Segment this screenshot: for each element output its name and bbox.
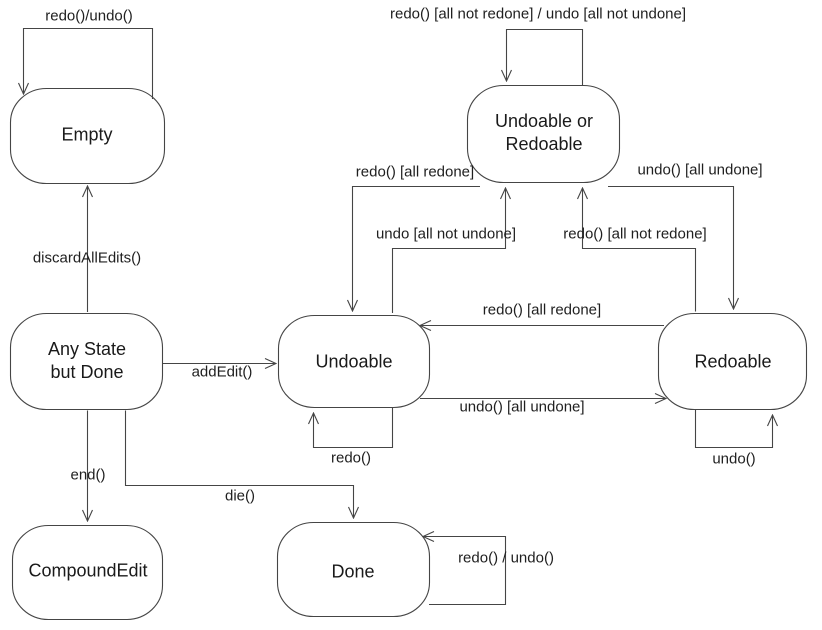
state-label-done: Done <box>331 561 375 582</box>
transition-arrow-uor-to-undoable <box>353 185 480 312</box>
state-label-empty: Empty <box>61 124 113 145</box>
state-undoable <box>277 314 431 409</box>
transition-arrow-empty-self <box>24 27 154 99</box>
transition-arrow-uor-to-redoable <box>608 185 734 310</box>
transition-label-done-self: redo() / undo() <box>458 549 554 567</box>
transition-label-undoable-to-uor: undo [all not undone] <box>375 225 517 243</box>
transition-label-redoable-self: undo() <box>712 450 756 468</box>
transition-arrow-undoable-to-uor <box>391 188 506 313</box>
transition-label-empty-self: redo()/undo() <box>45 7 133 25</box>
transition-label-uor-to-redoable: undo() [all undone] <box>637 161 763 179</box>
transition-arrow-redoable-self <box>694 409 773 449</box>
transition-arrow-undoable-self <box>314 407 394 449</box>
state-label-any-state-but-done: Any State but Done <box>47 338 127 382</box>
transition-label-end: end() <box>70 466 106 484</box>
transition-label-undoable-to-redoable: undo() [all undone] <box>459 398 585 416</box>
transition-label-uor-self: redo() [all not redone] / undo [all not … <box>389 5 687 23</box>
state-label-compound-edit: CompoundEdit <box>28 560 148 581</box>
state-done <box>276 521 431 618</box>
transition-label-uor-to-undoable: redo() [all redone] <box>355 163 475 181</box>
state-compound-edit <box>11 524 164 621</box>
state-redoable <box>657 312 808 411</box>
state-label-undoable-or-redoable: Undoable or Redoable <box>494 110 594 154</box>
state-empty <box>9 87 166 185</box>
transition-label-add-edit: addEdit() <box>191 363 253 381</box>
state-undoable-or-redoable <box>466 84 621 184</box>
transition-arrow-redoable-to-uor <box>583 188 697 312</box>
transition-arrow-die <box>124 410 354 519</box>
transition-arrow-uor-self <box>507 28 584 86</box>
state-label-redoable: Redoable <box>694 351 772 372</box>
transition-label-undoable-self: redo() <box>330 449 372 467</box>
transition-arrow-done-self <box>423 537 507 606</box>
transition-label-die: die() <box>224 487 256 505</box>
transition-label-discard-all-edits: discardAllEdits() <box>32 249 142 267</box>
state-any-state-but-done <box>9 312 164 411</box>
transition-label-redoable-to-uor: redo() [all not redone] <box>563 225 707 243</box>
transition-label-redoable-to-undoable: redo() [all redone] <box>482 301 602 319</box>
state-label-undoable: Undoable <box>315 351 393 372</box>
